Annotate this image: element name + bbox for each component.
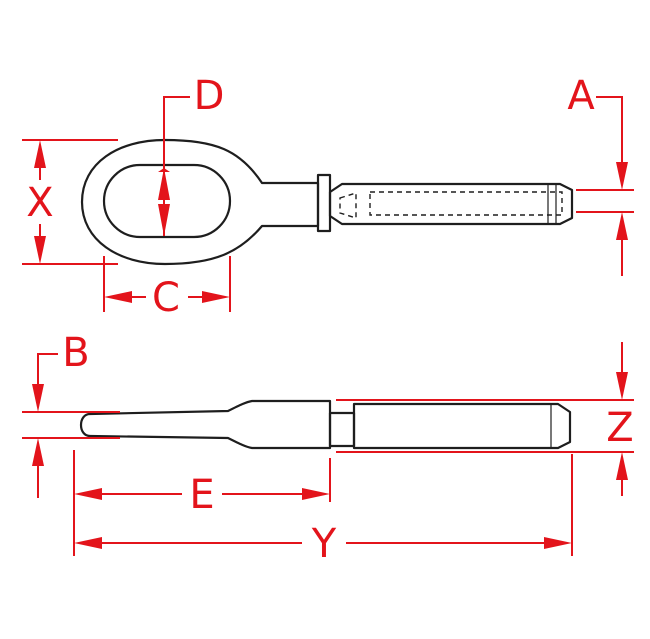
- dimension-y: [74, 454, 573, 556]
- label-y: Y: [311, 521, 337, 567]
- dimension-d: [158, 96, 190, 236]
- dimension-c: [103, 256, 231, 312]
- dimension-z: [336, 342, 634, 496]
- side-swage-body: [352, 402, 572, 450]
- label-x: X: [26, 180, 53, 226]
- label-d: D: [194, 73, 225, 119]
- swage-bore-hidden: [369, 191, 563, 216]
- dimension-x: [22, 139, 118, 265]
- eye-inner-hole: [102, 163, 232, 239]
- swage-body: [328, 182, 574, 226]
- neck: [328, 411, 356, 448]
- blade: [79, 399, 332, 450]
- top-view: [80, 138, 574, 266]
- label-a: A: [567, 73, 595, 119]
- cone-hidden: [339, 192, 357, 219]
- dimension-a: [576, 96, 634, 276]
- dimension-e: [73, 450, 331, 556]
- eye-outer-outline: [80, 138, 320, 266]
- side-view: [79, 399, 572, 450]
- label-z: Z: [606, 405, 633, 451]
- label-e: E: [189, 472, 214, 518]
- label-b: B: [62, 330, 89, 376]
- collar: [316, 173, 332, 233]
- dimension-b: [22, 353, 120, 498]
- label-c: C: [152, 275, 180, 321]
